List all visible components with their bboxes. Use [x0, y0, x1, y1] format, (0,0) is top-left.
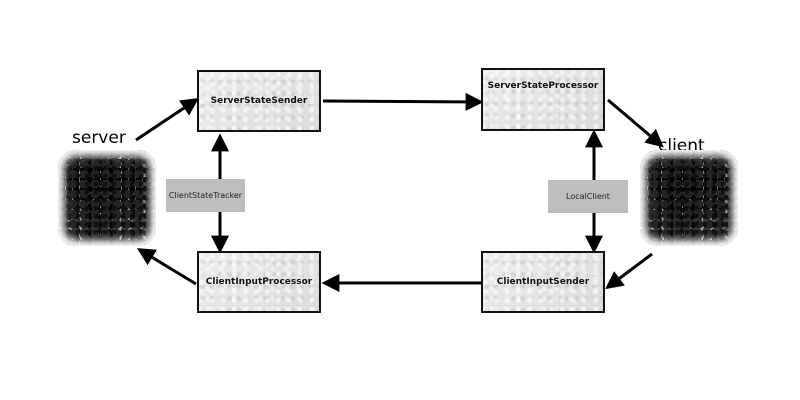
- server-state-processor-label: ServerStateProcessor: [487, 80, 599, 91]
- server-state-sender-node: ServerStateSender: [197, 70, 321, 132]
- arrow-inputprocessor-to-server: [136, 248, 197, 286]
- arrow-client-to-inputsender: [605, 252, 653, 290]
- client-input-sender-label: ClientInputSender: [496, 277, 590, 287]
- client-input-processor-label: ClientInputProcessor: [205, 277, 313, 287]
- server-cloud-icon: [58, 150, 156, 246]
- server-label: server: [72, 128, 126, 148]
- local-client-tag: LocalClient: [548, 180, 628, 213]
- client-input-processor-node: ClientInputProcessor: [197, 251, 321, 313]
- server-state-sender-label: ServerStateSender: [210, 96, 308, 106]
- client-input-sender-node: ClientInputSender: [481, 251, 605, 313]
- client-cloud-icon: [640, 150, 738, 246]
- arrow-server-to-statesender: [135, 98, 199, 142]
- arrow-sender-to-processor: [322, 92, 484, 111]
- client-state-tracker-tag: ClientStateTracker: [166, 179, 245, 212]
- server-state-processor-node: ServerStateProcessor: [481, 68, 605, 131]
- arrow-processor-to-client: [607, 98, 664, 148]
